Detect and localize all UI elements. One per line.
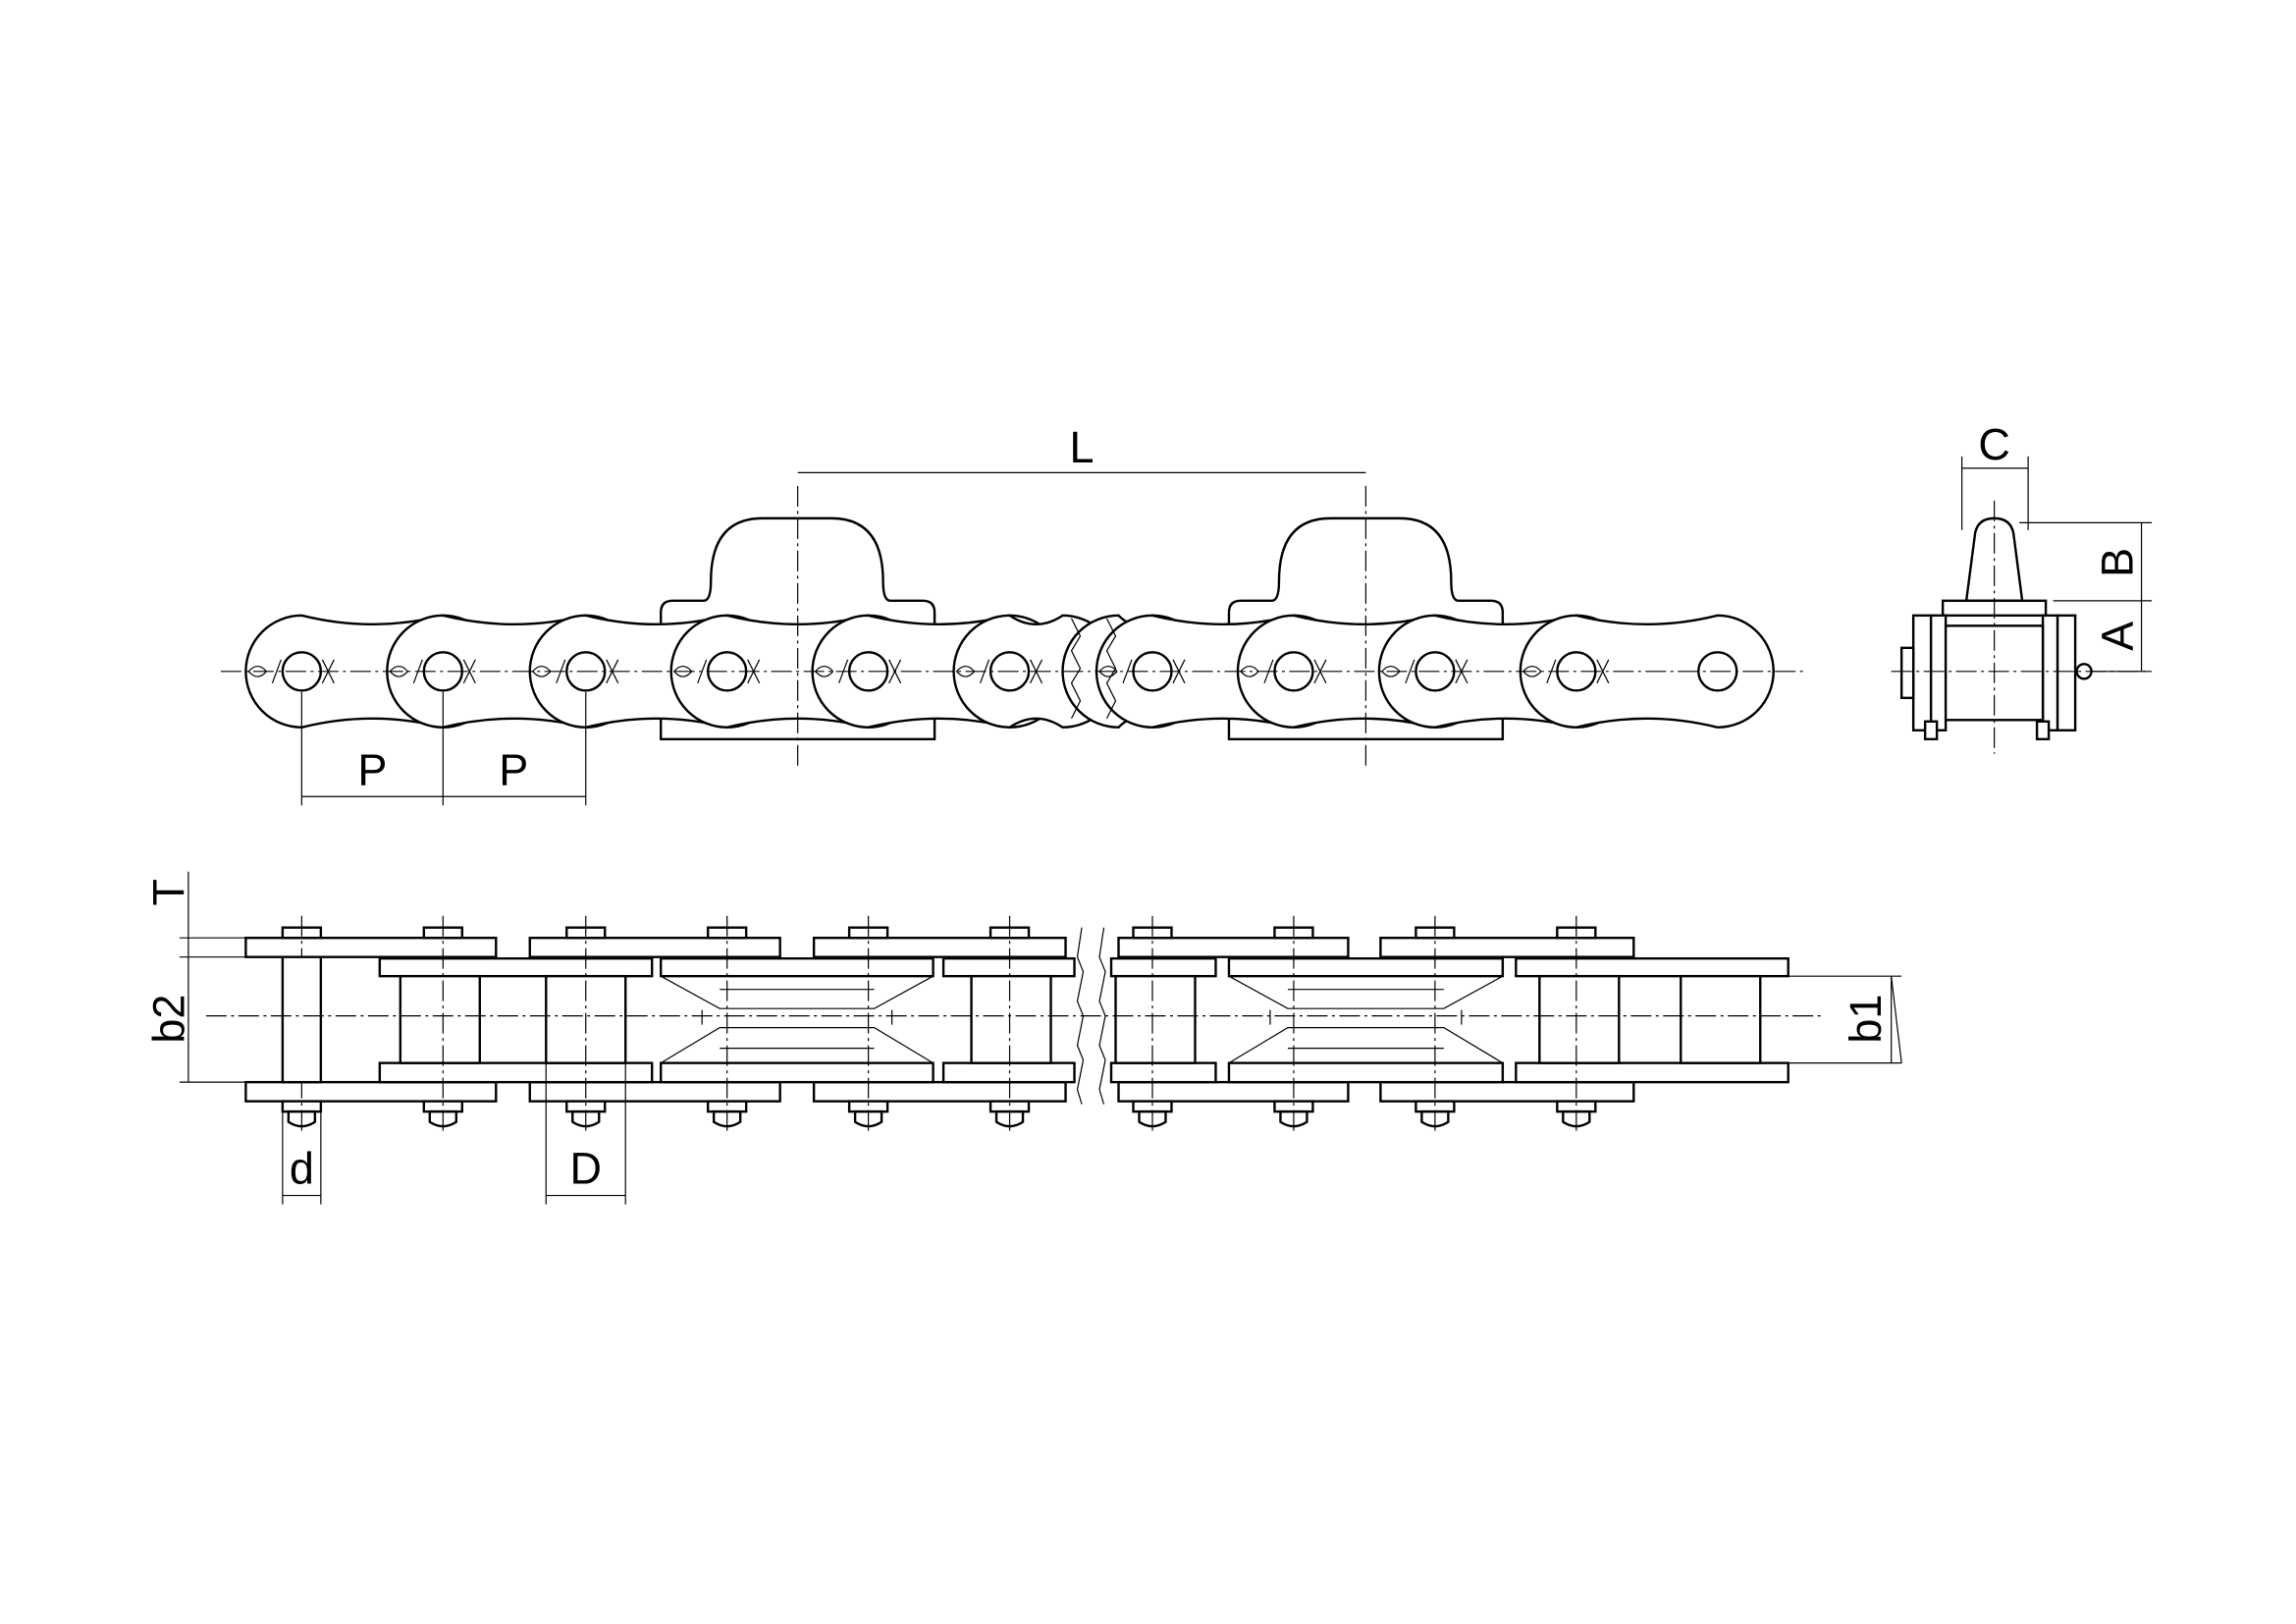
inner-plate <box>1227 1061 1505 1084</box>
inner-plate <box>1515 1061 1789 1084</box>
inner-plate <box>1515 956 1789 978</box>
break-line <box>1070 618 1082 720</box>
attachment-plan <box>660 975 934 1064</box>
dim-label-B: B <box>2093 548 2143 577</box>
end-outer-plate <box>1911 614 1933 731</box>
inner-plate <box>378 956 654 978</box>
break-line <box>1076 927 1085 1105</box>
outer-plate <box>1379 936 1635 958</box>
connecting-pin <box>281 955 323 1084</box>
attachment-plan <box>1228 975 1504 1064</box>
outer-plate <box>1117 936 1350 958</box>
outer-plate <box>244 936 498 958</box>
outer-plate <box>812 1080 1067 1103</box>
roller <box>1680 974 1762 1064</box>
inner-plate <box>941 1061 1076 1084</box>
break-line <box>1105 618 1117 720</box>
pin-head <box>1899 646 1915 699</box>
inner-plate <box>378 1061 654 1084</box>
roller <box>399 974 481 1064</box>
inner-plate <box>1109 956 1217 978</box>
pin-end <box>2035 720 2051 740</box>
dim-label-T: T <box>143 879 193 905</box>
end-inner-plate <box>2041 614 2059 731</box>
outer-plate <box>244 1080 498 1103</box>
pin-end <box>1923 720 1939 740</box>
roller <box>1538 974 1621 1064</box>
dim-label-P2: P <box>499 744 528 794</box>
roller <box>970 974 1052 1064</box>
dim-label-b1: b1 <box>1841 995 1891 1044</box>
inner-plate <box>1227 956 1505 978</box>
outer-plate <box>528 936 781 958</box>
inner-plate <box>660 956 934 978</box>
end-inner-plate <box>1929 614 1948 731</box>
dim-label-d: d <box>290 1144 314 1194</box>
inner-plate <box>941 956 1076 978</box>
roller <box>1114 974 1197 1064</box>
inner-plate <box>1109 1061 1217 1084</box>
outer-plate <box>528 1080 781 1103</box>
dim-label-D: D <box>570 1144 602 1194</box>
break-line <box>1098 927 1106 1105</box>
inner-plate <box>660 1061 934 1084</box>
dimension-line <box>1891 976 1902 1063</box>
dim-label-L: L <box>1070 422 1095 472</box>
dim-label-C: C <box>1978 419 2009 469</box>
end-outer-plate <box>2056 614 2077 731</box>
dim-label-P1: P <box>357 744 387 794</box>
dim-label-b2: b2 <box>143 995 193 1044</box>
outer-plate <box>1379 1080 1635 1103</box>
outer-plate <box>812 936 1067 958</box>
dim-label-A: A <box>2093 622 2143 651</box>
